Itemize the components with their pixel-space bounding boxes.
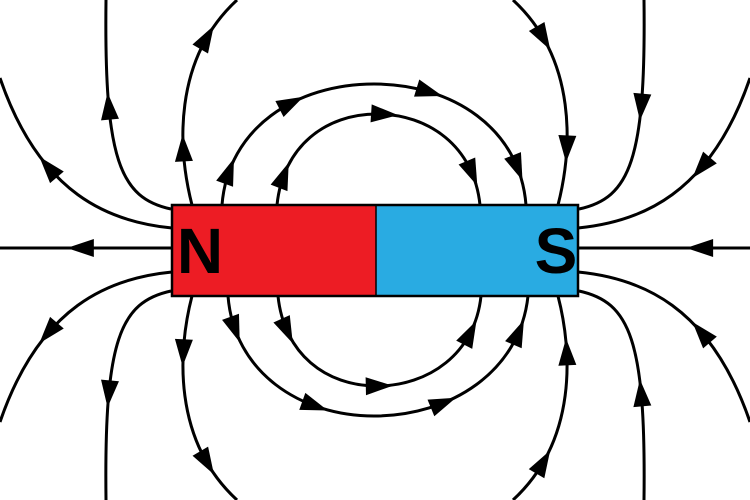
arrowhead-icon (101, 92, 119, 121)
arrowhead-icon (504, 152, 523, 181)
field-line-nw-high (104, 0, 172, 211)
arrowhead-icon (39, 316, 64, 344)
arrowhead-icon (370, 104, 399, 123)
arrowhead-icon (174, 338, 193, 367)
arrowhead-icon (414, 79, 443, 97)
arrowhead-icon (101, 379, 119, 408)
field-line-loop-bottom-inner (276, 295, 483, 388)
arrowhead-icon (365, 377, 393, 396)
arrowhead-icon (192, 446, 214, 475)
arrowhead-icon (273, 315, 293, 344)
arrowhead-icon (270, 162, 289, 192)
arrowhead-icon (558, 134, 577, 163)
arrowhead-icon (558, 338, 577, 366)
field-line-sw-wide (0, 270, 173, 423)
field-line-loop-bottom-outer (226, 295, 530, 418)
north-pole (172, 205, 376, 296)
arrowhead-icon (66, 239, 94, 257)
arrowhead-icon (192, 25, 214, 54)
north-pole-label: N (177, 215, 223, 287)
magnet-outline (170, 203, 580, 298)
arrowhead-icon (222, 313, 240, 343)
arrowhead-icon (39, 156, 64, 184)
arrowhead-icon (216, 158, 234, 187)
field-line-se-inner (511, 295, 569, 500)
south-pole (376, 205, 578, 296)
arrowhead-icon (633, 92, 652, 121)
arrowhead-icon (633, 379, 652, 408)
field-line-ne-wide (577, 77, 750, 230)
arrowhead-icon (275, 96, 304, 118)
south-pole-label: S (535, 215, 578, 287)
field-line-se-high (578, 289, 646, 500)
arrowhead-icon (692, 151, 717, 179)
field-line-loop-top-outer (220, 82, 528, 206)
arrowhead-icon (456, 320, 477, 349)
field-line-loop-top-inner (275, 112, 482, 206)
field-line-ne-high (578, 0, 646, 211)
field-line-nw-inner (181, 0, 239, 206)
bar-magnet: N S (170, 203, 580, 298)
arrowhead-icon (528, 450, 551, 479)
field-line-se-wide (577, 270, 750, 423)
field-line-ne-inner (511, 0, 569, 206)
field-line-sw-high (104, 289, 172, 500)
field-line-sw-inner (181, 295, 239, 500)
arrowhead-icon (686, 239, 714, 257)
arrowhead-icon (174, 134, 193, 162)
arrowhead-icon (427, 397, 456, 417)
arrowhead-icon (299, 392, 328, 411)
arrowhead-icon (505, 319, 524, 349)
arrowhead-icon (528, 21, 551, 50)
arrowhead-icon (458, 157, 478, 186)
arrowhead-icon (692, 321, 717, 349)
field-line-nw-wide (0, 77, 173, 230)
